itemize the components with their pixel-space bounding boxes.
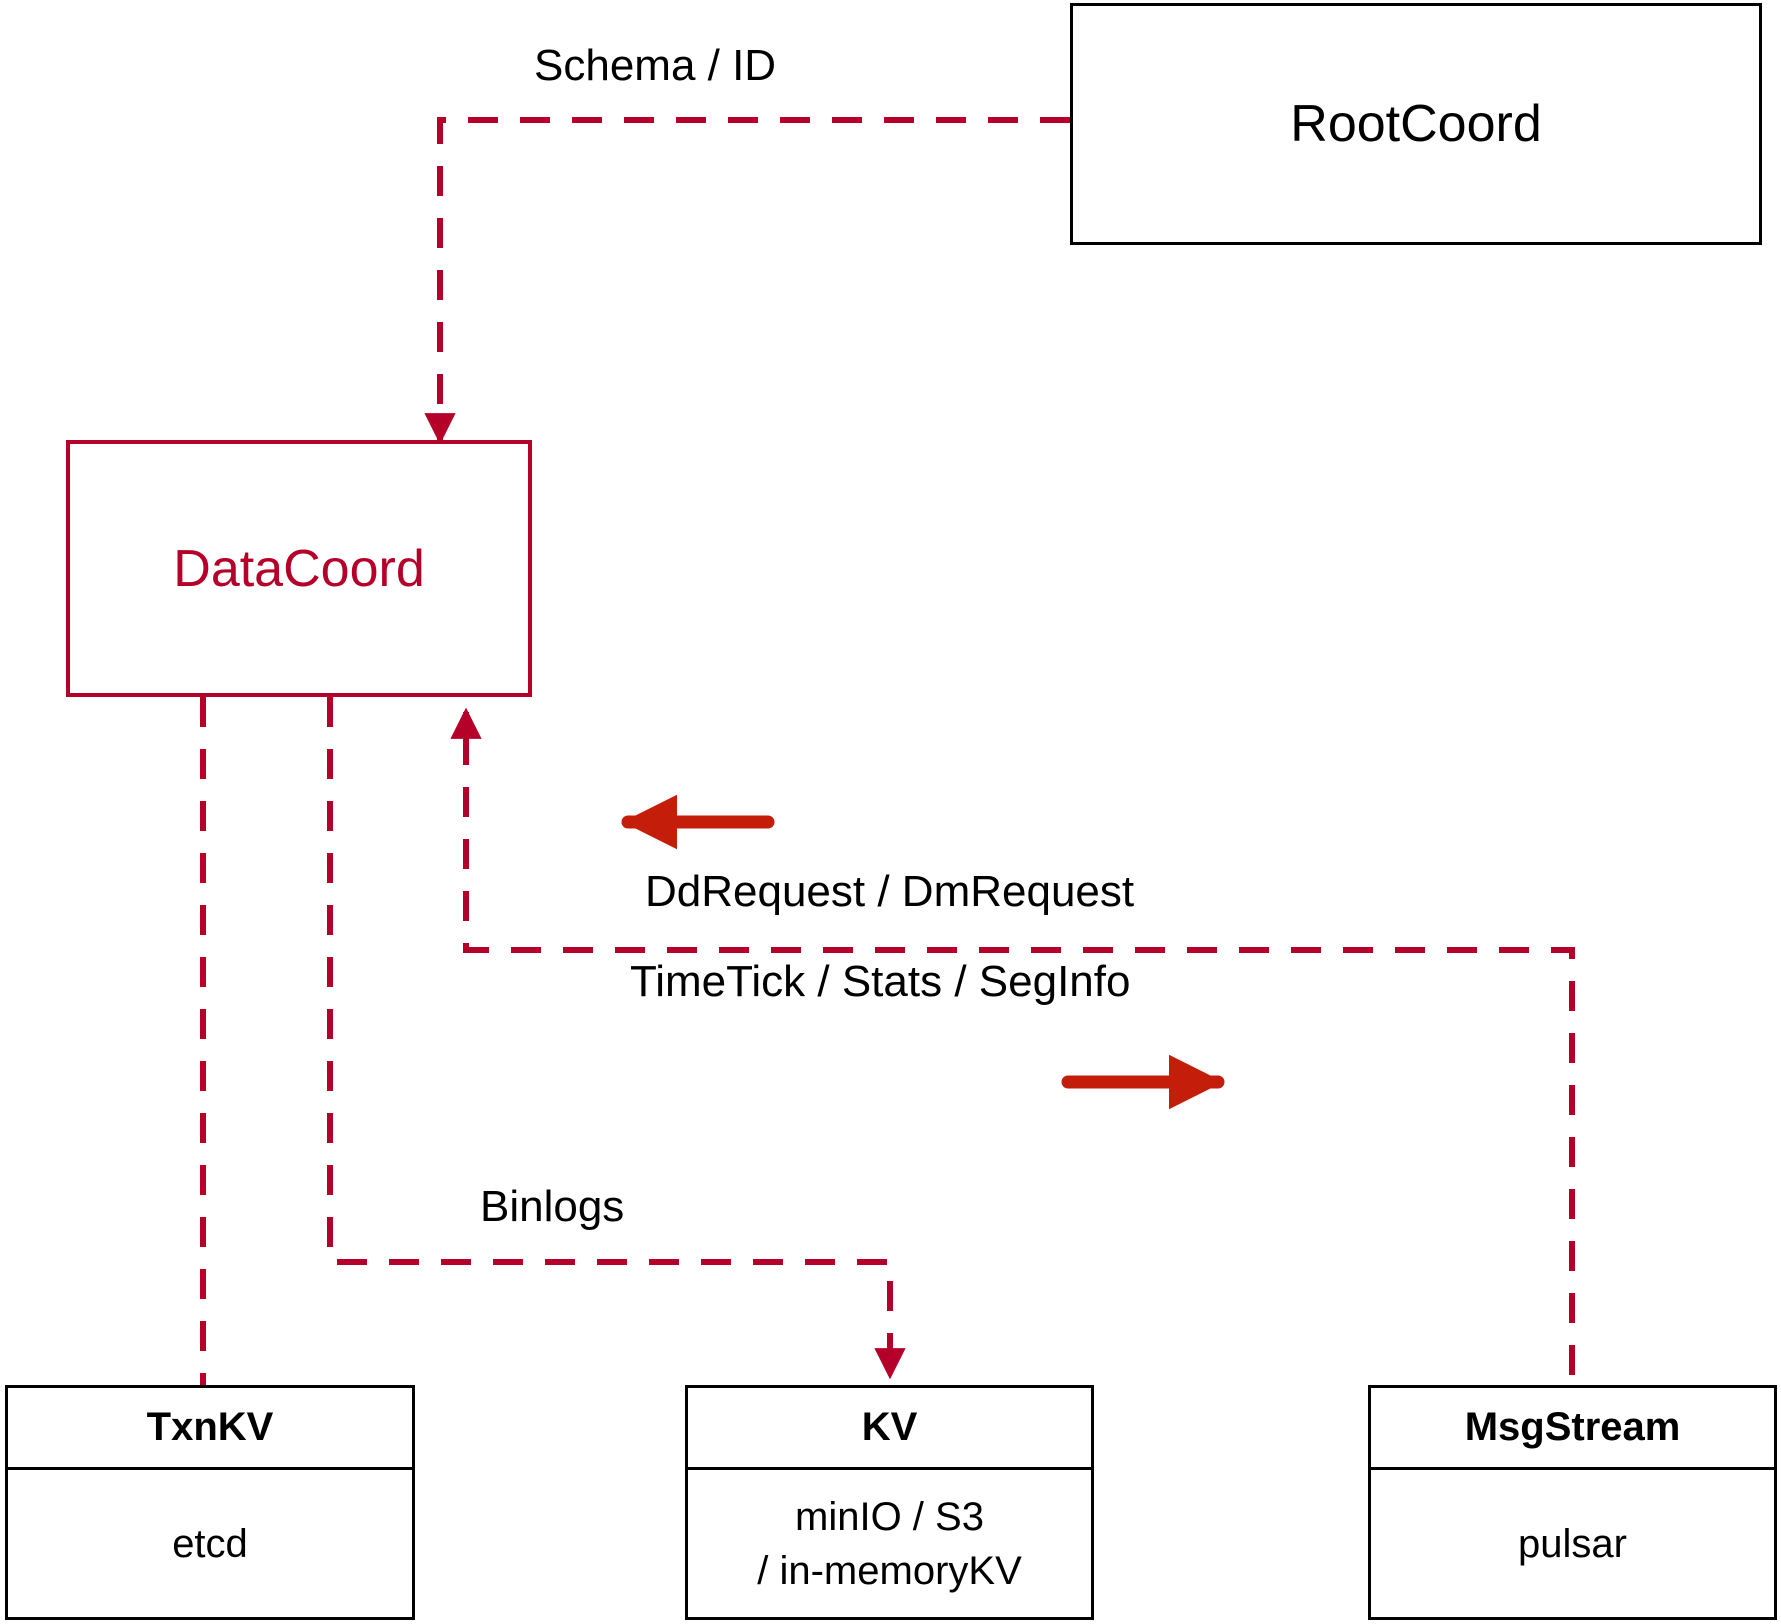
node-txnkv-header: TxnKV [8, 1388, 412, 1470]
node-rootcoord[interactable]: RootCoord [1070, 3, 1762, 245]
edge-msgstream-to-datacoord [450, 707, 1575, 1375]
node-kv-body: minIO / S3 / in-memoryKV [688, 1470, 1091, 1617]
edge-label-dd-dm-request: DdRequest / DmRequest [645, 867, 1135, 916]
edge-datacoord-to-kv [327, 697, 906, 1380]
edge-label-binlogs: Binlogs [480, 1182, 625, 1231]
node-msgstream-body: pulsar [1371, 1470, 1774, 1617]
edge-label-schema-id: Schema / ID [534, 41, 777, 90]
node-kv-impl-line-1: minIO / S3 [795, 1494, 984, 1539]
node-kv-header: KV [688, 1388, 1091, 1470]
node-msgstream[interactable]: MsgStream pulsar [1368, 1385, 1777, 1620]
node-rootcoord-label: RootCoord [1290, 95, 1542, 153]
edge-label-timetick-stats-seginfo: TimeTick / Stats / SegInfo [630, 957, 1131, 1006]
node-kv-impl-line-2: / in-memoryKV [757, 1548, 1022, 1593]
node-msgstream-impl: pulsar [1518, 1521, 1627, 1566]
node-txnkv-label: TxnKV [146, 1405, 274, 1449]
node-txnkv-impl: etcd [172, 1521, 248, 1566]
node-kv[interactable]: KV minIO / S3 / in-memoryKV [685, 1385, 1094, 1620]
edge-rootcoord-to-datacoord [424, 117, 1070, 445]
node-msgstream-header: MsgStream [1371, 1388, 1774, 1470]
node-txnkv[interactable]: TxnKV etcd [5, 1385, 415, 1620]
node-msgstream-label: MsgStream [1464, 1405, 1681, 1449]
node-kv-label: KV [861, 1405, 918, 1449]
node-datacoord[interactable]: DataCoord [66, 440, 532, 697]
node-txnkv-body: etcd [8, 1470, 412, 1617]
node-datacoord-label: DataCoord [173, 539, 425, 598]
